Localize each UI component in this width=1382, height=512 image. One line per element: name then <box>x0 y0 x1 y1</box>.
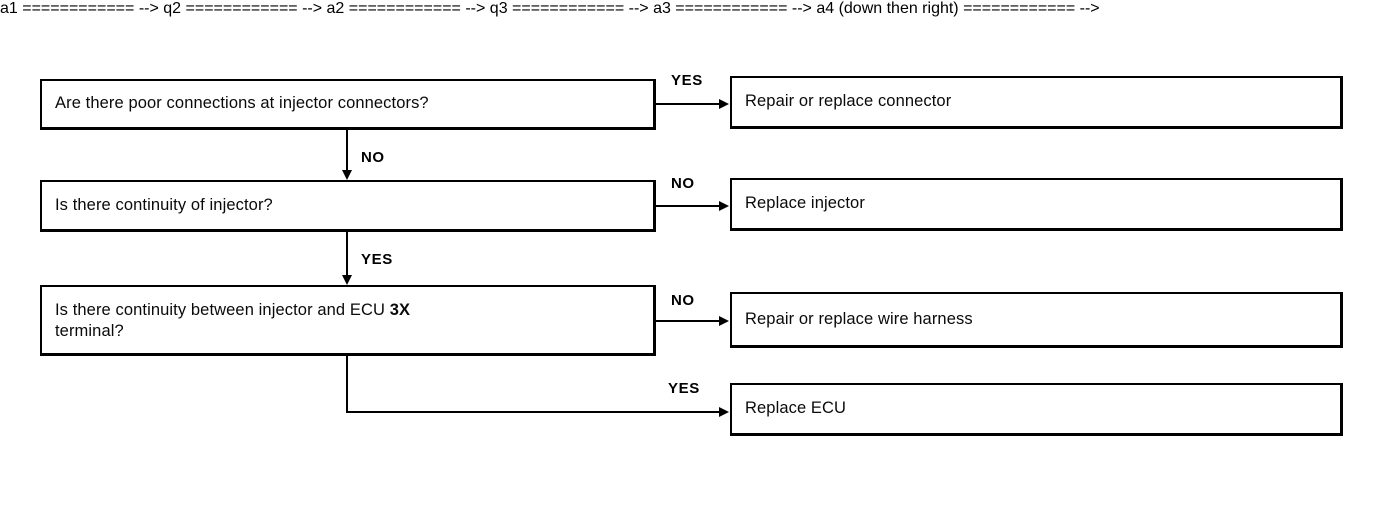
edge-q3-to-a4-horizontal <box>346 411 720 413</box>
edge-label-q1-no: NO <box>361 149 385 166</box>
action-node-a3-text: Repair or replace wire harness <box>745 309 973 328</box>
edge-q3-to-a3-line <box>656 320 720 322</box>
decision-node-q2[interactable]: Is there continuity of injector? <box>40 180 656 232</box>
decision-node-q2-text: Is there continuity of injector? <box>55 195 273 214</box>
action-node-a1-text: Repair or replace connector <box>745 92 952 111</box>
decision-node-q3-line2: terminal? <box>55 322 124 340</box>
edge-q2-to-a2-arrowhead <box>719 201 729 211</box>
action-node-a1[interactable]: Repair or replace connector <box>730 76 1343 129</box>
decision-node-q1-text: Are there poor connections at injector c… <box>55 94 429 113</box>
decision-node-q3-line1-prefix: Is there continuity between injector and… <box>55 301 390 319</box>
action-node-a4-text: Replace ECU <box>745 399 847 418</box>
edge-q2-to-a2-line <box>656 205 720 207</box>
decision-node-q3-terminal-code: 3X <box>389 301 411 319</box>
edge-q3-to-a4-vertical <box>346 356 348 413</box>
edge-label-q2-yes: YES <box>361 251 393 268</box>
edge-q1-to-q2-line <box>346 130 348 172</box>
edge-q1-to-a1-line <box>656 103 720 105</box>
edge-label-q3-no: NO <box>671 292 695 309</box>
edge-q1-to-q2-arrowhead <box>342 170 352 180</box>
edge-label-q3-yes: YES <box>668 380 700 397</box>
action-node-a4[interactable]: Replace ECU <box>730 383 1343 436</box>
edge-q2-to-q3-line <box>346 232 348 277</box>
action-node-a2[interactable]: Replace injector <box>730 178 1343 231</box>
edge-label-q2-no: NO <box>671 175 695 192</box>
edge-label-q1-yes: YES <box>671 72 703 89</box>
decision-node-q3[interactable]: Is there continuity between injector and… <box>40 285 656 356</box>
decision-node-q1[interactable]: Are there poor connections at injector c… <box>40 79 656 130</box>
decision-node-q3-text: Is there continuity between injector and… <box>55 300 645 342</box>
edge-q3-to-a3-arrowhead <box>719 316 729 326</box>
action-node-a3[interactable]: Repair or replace wire harness <box>730 292 1343 348</box>
edge-q1-to-a1-arrowhead <box>719 99 729 109</box>
edge-q3-to-a4-arrowhead <box>719 407 729 417</box>
edge-q2-to-q3-arrowhead <box>342 275 352 285</box>
action-node-a2-text: Replace injector <box>745 194 865 213</box>
